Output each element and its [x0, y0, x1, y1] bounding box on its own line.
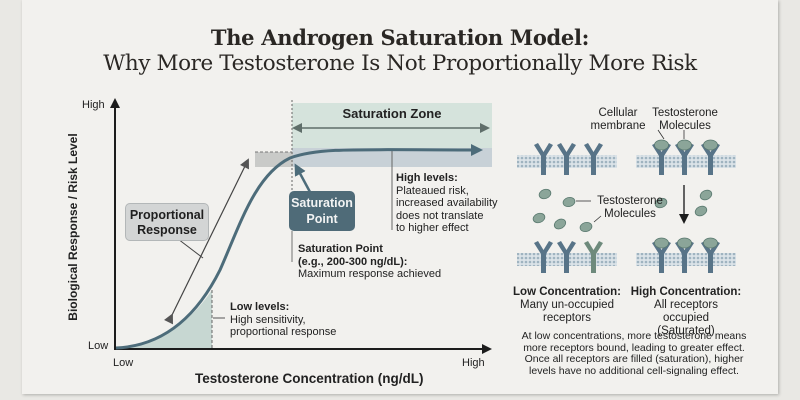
x-axis-high-label: High: [462, 357, 485, 369]
title-line-2: Why More Testosterone Is Not Proportiona…: [103, 51, 697, 76]
saturation-point-note: Saturation Point (e.g., 200-300 ng/dL): …: [298, 243, 442, 280]
receptor-footnote: At low concentrations, more testosterone…: [521, 330, 747, 377]
cellular-membrane-label: Cellular membrane: [590, 107, 646, 132]
y-axis-high-label: High: [82, 99, 105, 111]
response-curve: [115, 143, 483, 350]
x-axis-title: Testosterone Concentration (ng/dL): [195, 371, 424, 386]
receptors-occupied-top: [652, 139, 720, 175]
saturation-point-callout: Saturation Point: [289, 191, 355, 231]
testosterone-molecules-mid-label: Testosterone Molecules: [597, 195, 663, 220]
receptors-low-concentration: [534, 241, 603, 273]
x-axis-low-label: Low: [113, 357, 134, 369]
low-levels-annotation: Low levels: High sensitivity, proportion…: [230, 301, 337, 338]
high-concentration-caption: High Concentration: All receptors occupi…: [630, 286, 742, 337]
low-concentration-caption: Low Concentration: Many un-occupied rece…: [513, 286, 621, 324]
low-level-zone: [116, 290, 212, 348]
receptors-empty-top: [534, 143, 603, 175]
floating-molecules: [532, 188, 713, 233]
testosterone-molecules-top-label: Testosterone Molecules: [652, 107, 718, 132]
saturation-zone-label: Saturation Zone: [342, 106, 442, 121]
high-levels-annotation: High levels: Plateaued risk, increased a…: [396, 172, 498, 234]
y-axis-low-label: Low: [88, 340, 109, 352]
y-axis-title: Biological Response / Risk Level: [66, 133, 80, 321]
title-line-1: The Androgen Saturation Model:: [210, 25, 590, 50]
proportional-response-callout: Proportional Response: [125, 203, 209, 241]
saturation-zone-region: [292, 103, 492, 167]
receptors-high-concentration: [652, 237, 720, 273]
paper-background: [22, 0, 778, 394]
